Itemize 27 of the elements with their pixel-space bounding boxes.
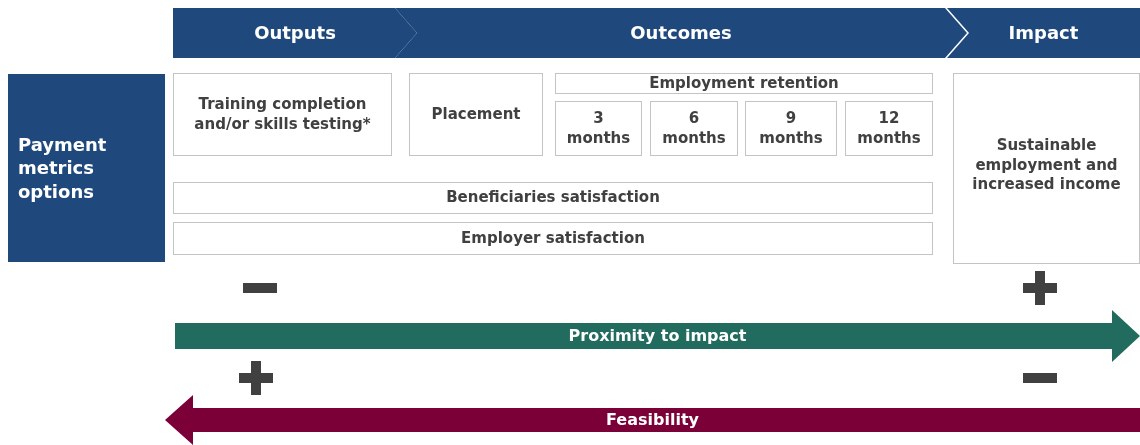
text-box bbox=[845, 101, 933, 156]
panel-label: Payment metrics options bbox=[18, 132, 108, 204]
text-box bbox=[173, 73, 392, 156]
shape-label: Outputs bbox=[254, 21, 336, 45]
shape-label: Proximity to impact bbox=[568, 325, 747, 347]
shape-label: Feasibility bbox=[606, 409, 699, 431]
text-box bbox=[173, 182, 933, 214]
box-label: 9 months bbox=[758, 109, 824, 148]
text-box bbox=[555, 73, 933, 94]
text-box bbox=[173, 222, 933, 255]
box-label: Employer satisfaction bbox=[460, 228, 646, 249]
box-label: Employment retention bbox=[648, 73, 840, 94]
text-box bbox=[745, 101, 837, 156]
box-label: 3 months bbox=[565, 109, 632, 148]
box-label: 12 months bbox=[856, 109, 922, 148]
text-box bbox=[650, 101, 738, 156]
box-label: 6 months bbox=[661, 109, 727, 148]
box-label: Placement bbox=[430, 104, 522, 125]
box-label: Beneficiaries satisfaction bbox=[445, 188, 661, 208]
shape-label: Impact bbox=[1008, 21, 1079, 45]
text-box bbox=[409, 73, 543, 156]
text-box bbox=[953, 73, 1140, 264]
box-label: Training completion and/or skills testing* bbox=[193, 95, 372, 134]
box-label: Sustainable employment and increased income bbox=[971, 136, 1122, 195]
shape-label: Outcomes bbox=[630, 21, 732, 45]
text-box bbox=[555, 101, 642, 156]
metric-panel bbox=[8, 74, 165, 262]
